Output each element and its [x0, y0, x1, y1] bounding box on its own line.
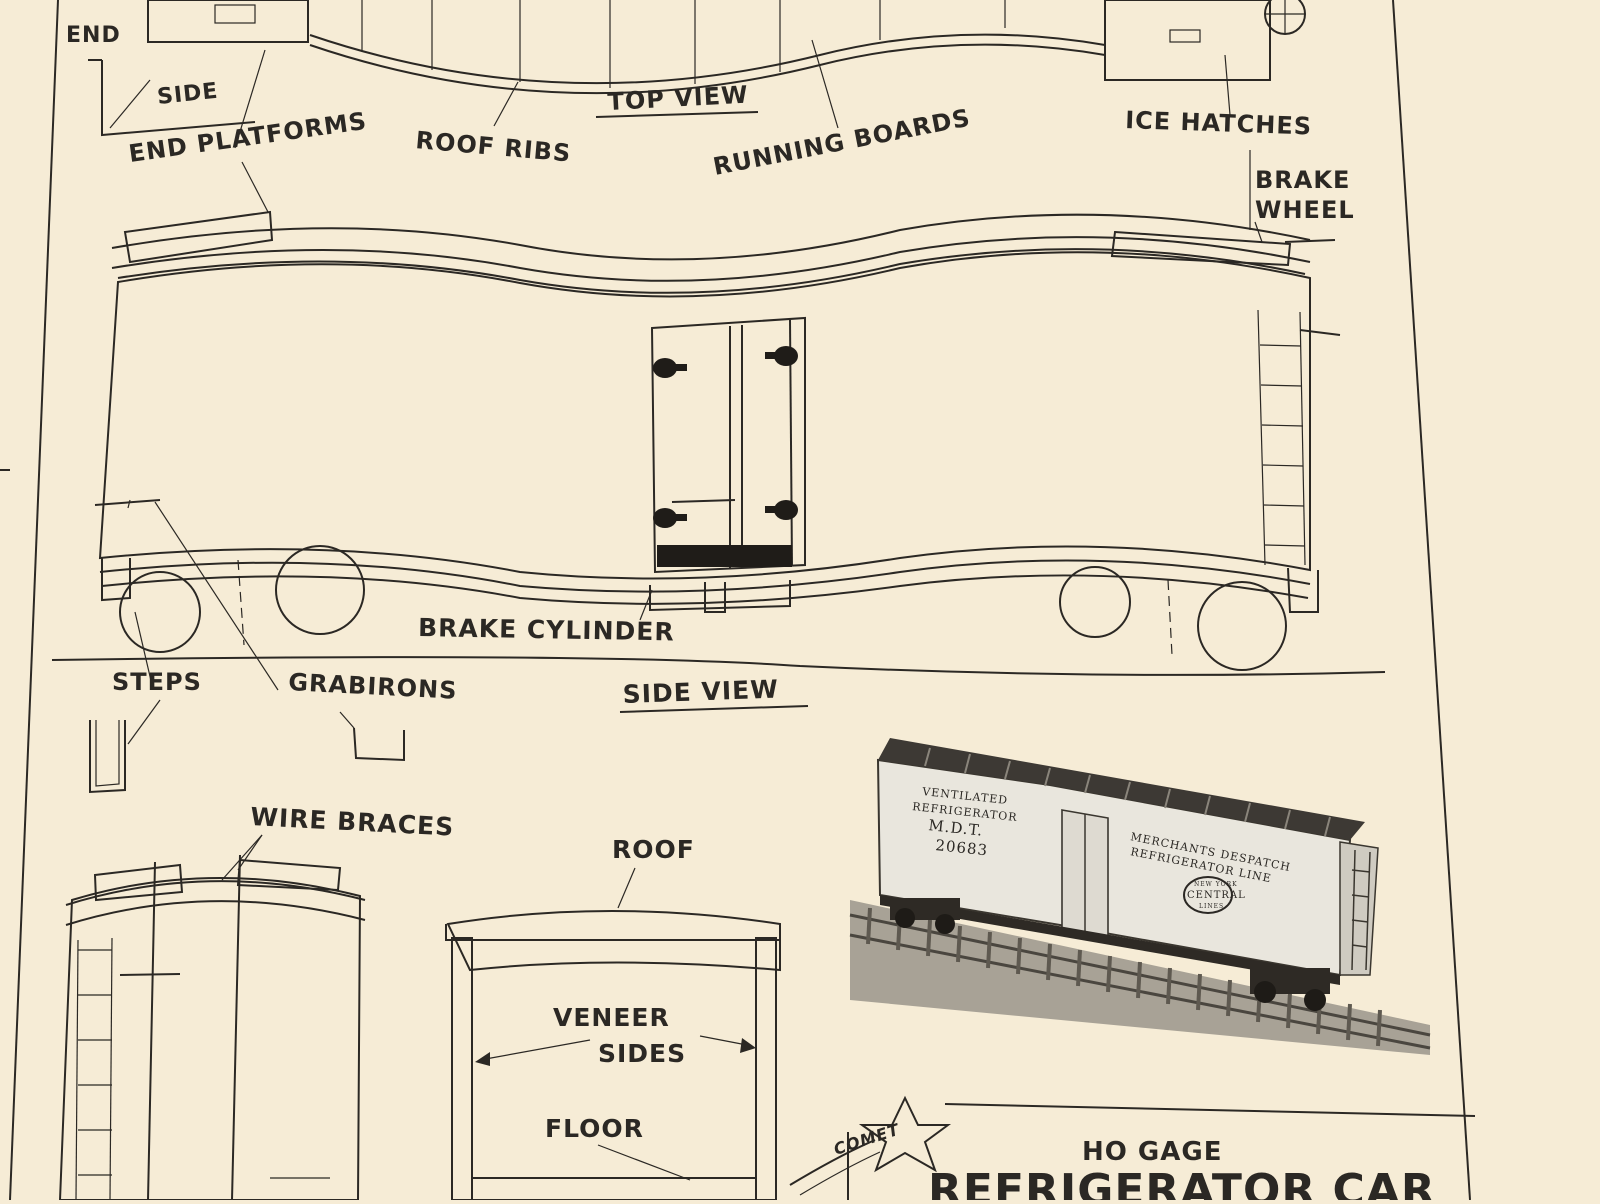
label-roof: ROOF: [612, 835, 695, 864]
model-photo: VENTILATED REFRIGERATOR M.D.T. 20683 MER…: [849, 735, 1431, 1055]
label-brake-cylinder: BRAKE CYLINDER: [418, 613, 675, 646]
top-view-drawing: [88, 0, 1306, 149]
photo-reporting-mark: M.D.T.: [928, 816, 985, 840]
grabirons-part-icon: [339, 711, 405, 762]
label-wire-braces: WIRE BRACES: [250, 802, 455, 842]
cross-section-drawing: [445, 867, 781, 1201]
label-veneer: VENEER: [553, 1003, 670, 1032]
title-label: REFRIGERATOR CAR: [928, 1165, 1436, 1200]
title-block: COMET HO GAGE REFRIGERATOR CAR: [789, 1095, 1476, 1204]
label-sides: SIDES: [598, 1039, 686, 1068]
photo-herald-mid: CENTRAL: [1187, 890, 1246, 901]
label-end-platforms: END PLATFORMS: [127, 107, 369, 168]
side-view-drawing: [51, 150, 1386, 713]
label-running-boards: RUNNING BOARDS: [711, 104, 973, 181]
comet-logo: COMET: [789, 1095, 952, 1196]
label-end: END: [66, 23, 121, 48]
nyc-herald-icon: [1183, 876, 1233, 914]
label-roof-ribs: ROOF RIBS: [414, 126, 572, 167]
label-steps: STEPS: [112, 668, 202, 696]
label-ice-hatches: ICE HATCHES: [1125, 106, 1313, 141]
photo-car-number: 20683: [935, 836, 989, 859]
end-view-drawing: [58, 834, 366, 1201]
steps-part-icon: [89, 699, 161, 794]
label-side-view: SIDE VIEW: [622, 675, 779, 709]
photo-herald-bottom: LINES: [1199, 903, 1224, 910]
gage-label: HO GAGE: [1082, 1137, 1222, 1167]
label-floor: FLOOR: [545, 1114, 644, 1143]
sheet-border: [0, 0, 1471, 1201]
label-brake: BRAKE: [1255, 166, 1350, 194]
label-top-view: TOP VIEW: [607, 81, 749, 116]
label-wheel: WHEEL: [1255, 196, 1355, 224]
label-grabirons: GRABIRONS: [288, 668, 458, 705]
label-side: SIDE: [156, 79, 220, 110]
photo-herald-top: NEW YORK: [1194, 881, 1238, 888]
